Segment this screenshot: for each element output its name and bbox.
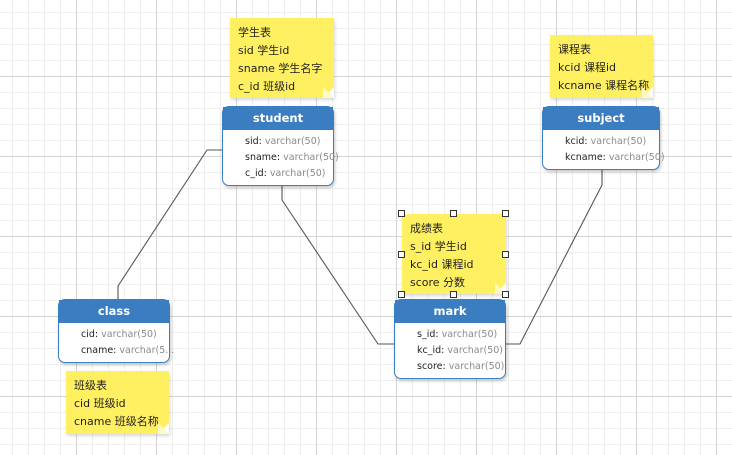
attr-row: sid: varchar(50) bbox=[245, 134, 333, 150]
resize-handle-left[interactable] bbox=[398, 251, 405, 258]
note-class-line: cid 班级id bbox=[74, 397, 126, 410]
attr-row: cname: varchar(5... bbox=[81, 343, 174, 359]
entity-student-title: student bbox=[223, 107, 333, 130]
resize-handle-top[interactable] bbox=[450, 210, 457, 217]
attr-sep: : bbox=[602, 152, 609, 163]
attr-name: cname bbox=[81, 345, 114, 356]
attr-sep: : bbox=[442, 361, 449, 372]
attr-row: kcid: varchar(50) bbox=[565, 134, 659, 150]
resize-handle-top-left[interactable] bbox=[398, 210, 405, 217]
resize-handle-right[interactable] bbox=[502, 251, 509, 258]
resize-handle-top-right[interactable] bbox=[502, 210, 509, 217]
attr-type: varchar(50) bbox=[590, 136, 647, 147]
note-class[interactable]: 班级表 cid 班级id cname 班级名称 bbox=[66, 371, 169, 434]
note-student[interactable]: 学生表 sid 学生id sname 学生名字 c_id 班级id bbox=[230, 18, 334, 98]
entity-student-attrs: sid: varchar(50) sname: varchar(50) c_id… bbox=[223, 130, 339, 182]
attr-name: s_id bbox=[417, 329, 436, 340]
note-student-line: sname 学生名字 bbox=[238, 62, 323, 75]
note-mark-line: score 分数 bbox=[410, 276, 466, 289]
attr-row: sname: varchar(50) bbox=[245, 150, 339, 166]
attr-type: varchar(50) bbox=[441, 329, 498, 340]
attr-row: kc_id: varchar(50) bbox=[417, 343, 505, 359]
attr-sep: : bbox=[94, 329, 102, 340]
note-student-line: 学生表 bbox=[238, 26, 271, 39]
attr-row: kcname: varchar(50) bbox=[565, 150, 665, 166]
note-subject-line: 课程表 bbox=[558, 43, 591, 56]
attr-sep: : bbox=[258, 136, 265, 147]
attr-sep: : bbox=[113, 345, 120, 356]
attr-type: varchar(50) bbox=[283, 152, 339, 163]
entity-mark-attrs: s_id: varchar(50) kc_id: varchar(50) sco… bbox=[395, 323, 505, 375]
note-mark[interactable]: 成绩表 s_id 学生id kc_id 课程id score 分数 bbox=[402, 214, 506, 294]
entity-subject[interactable]: subject kcid: varchar(50) kcname: varcha… bbox=[542, 106, 665, 170]
note-mark-line: s_id 学生id bbox=[410, 240, 467, 253]
attr-row: c_id: varchar(50) bbox=[245, 166, 333, 182]
attr-type: varchar(50) bbox=[269, 168, 326, 179]
resize-handle-bottom-right[interactable] bbox=[502, 291, 509, 298]
attr-type: varchar(50) bbox=[264, 136, 321, 147]
resize-handle-bottom-left[interactable] bbox=[398, 291, 405, 298]
note-mark-line: kc_id 课程id bbox=[410, 258, 474, 271]
attr-type: varchar(50) bbox=[608, 152, 665, 163]
connector-student-mark[interactable] bbox=[281, 185, 394, 345]
note-student-line: c_id 班级id bbox=[238, 80, 296, 93]
attr-type: varchar(50) bbox=[101, 329, 157, 340]
connector-class-student[interactable] bbox=[117, 149, 222, 299]
note-fold bbox=[158, 423, 169, 434]
entity-mark[interactable]: mark s_id: varchar(50) kc_id: varchar(50… bbox=[394, 299, 506, 379]
note-subject-line: kcname 课程名称 bbox=[558, 79, 650, 92]
attr-name: kcid bbox=[565, 136, 585, 147]
attr-row: cid: varchar(50) bbox=[81, 327, 165, 343]
note-subject-line: kcid 课程id bbox=[558, 61, 616, 74]
note-fold bbox=[323, 87, 334, 98]
attr-name: sname bbox=[245, 152, 277, 163]
entity-subject-attrs: kcid: varchar(50) kcname: varchar(50) bbox=[543, 130, 665, 166]
attr-sep: : bbox=[276, 152, 284, 163]
attr-sep: : bbox=[441, 345, 448, 356]
entity-mark-title: mark bbox=[395, 300, 505, 323]
attr-sep: : bbox=[263, 168, 270, 179]
resize-handle-bottom[interactable] bbox=[450, 291, 457, 298]
note-subject[interactable]: 课程表 kcid 课程id kcname 课程名称 bbox=[550, 35, 653, 98]
attr-type: varchar(50) bbox=[447, 345, 504, 356]
attr-sep: : bbox=[584, 136, 591, 147]
entity-subject-title: subject bbox=[543, 107, 659, 130]
note-student-line: sid 学生id bbox=[238, 44, 290, 57]
attr-name: c_id bbox=[245, 168, 264, 179]
note-class-line: cname 班级名称 bbox=[74, 415, 159, 428]
note-mark-line: 成绩表 bbox=[410, 222, 443, 235]
attr-type: varchar(50) bbox=[448, 361, 505, 372]
entity-class[interactable]: class cid: varchar(50) cname: varchar(5.… bbox=[58, 299, 174, 363]
connector-mark-subject[interactable] bbox=[506, 170, 603, 345]
attr-name: score bbox=[417, 361, 443, 372]
entity-class-attrs: cid: varchar(50) cname: varchar(5... bbox=[59, 323, 174, 359]
entity-class-title: class bbox=[59, 300, 169, 323]
attr-name: sid bbox=[245, 136, 259, 147]
note-fold bbox=[642, 87, 653, 98]
note-fold bbox=[495, 283, 506, 294]
attr-row: score: varchar(50) bbox=[417, 359, 505, 375]
attr-name: cid bbox=[81, 329, 95, 340]
attr-type: varchar(5... bbox=[119, 345, 175, 356]
entity-student[interactable]: student sid: varchar(50) sname: varchar(… bbox=[222, 106, 339, 186]
attr-row: s_id: varchar(50) bbox=[417, 327, 505, 343]
note-class-line: 班级表 bbox=[74, 379, 107, 392]
attr-sep: : bbox=[435, 329, 442, 340]
attr-name: kc_id bbox=[417, 345, 442, 356]
attr-name: kcname bbox=[565, 152, 603, 163]
